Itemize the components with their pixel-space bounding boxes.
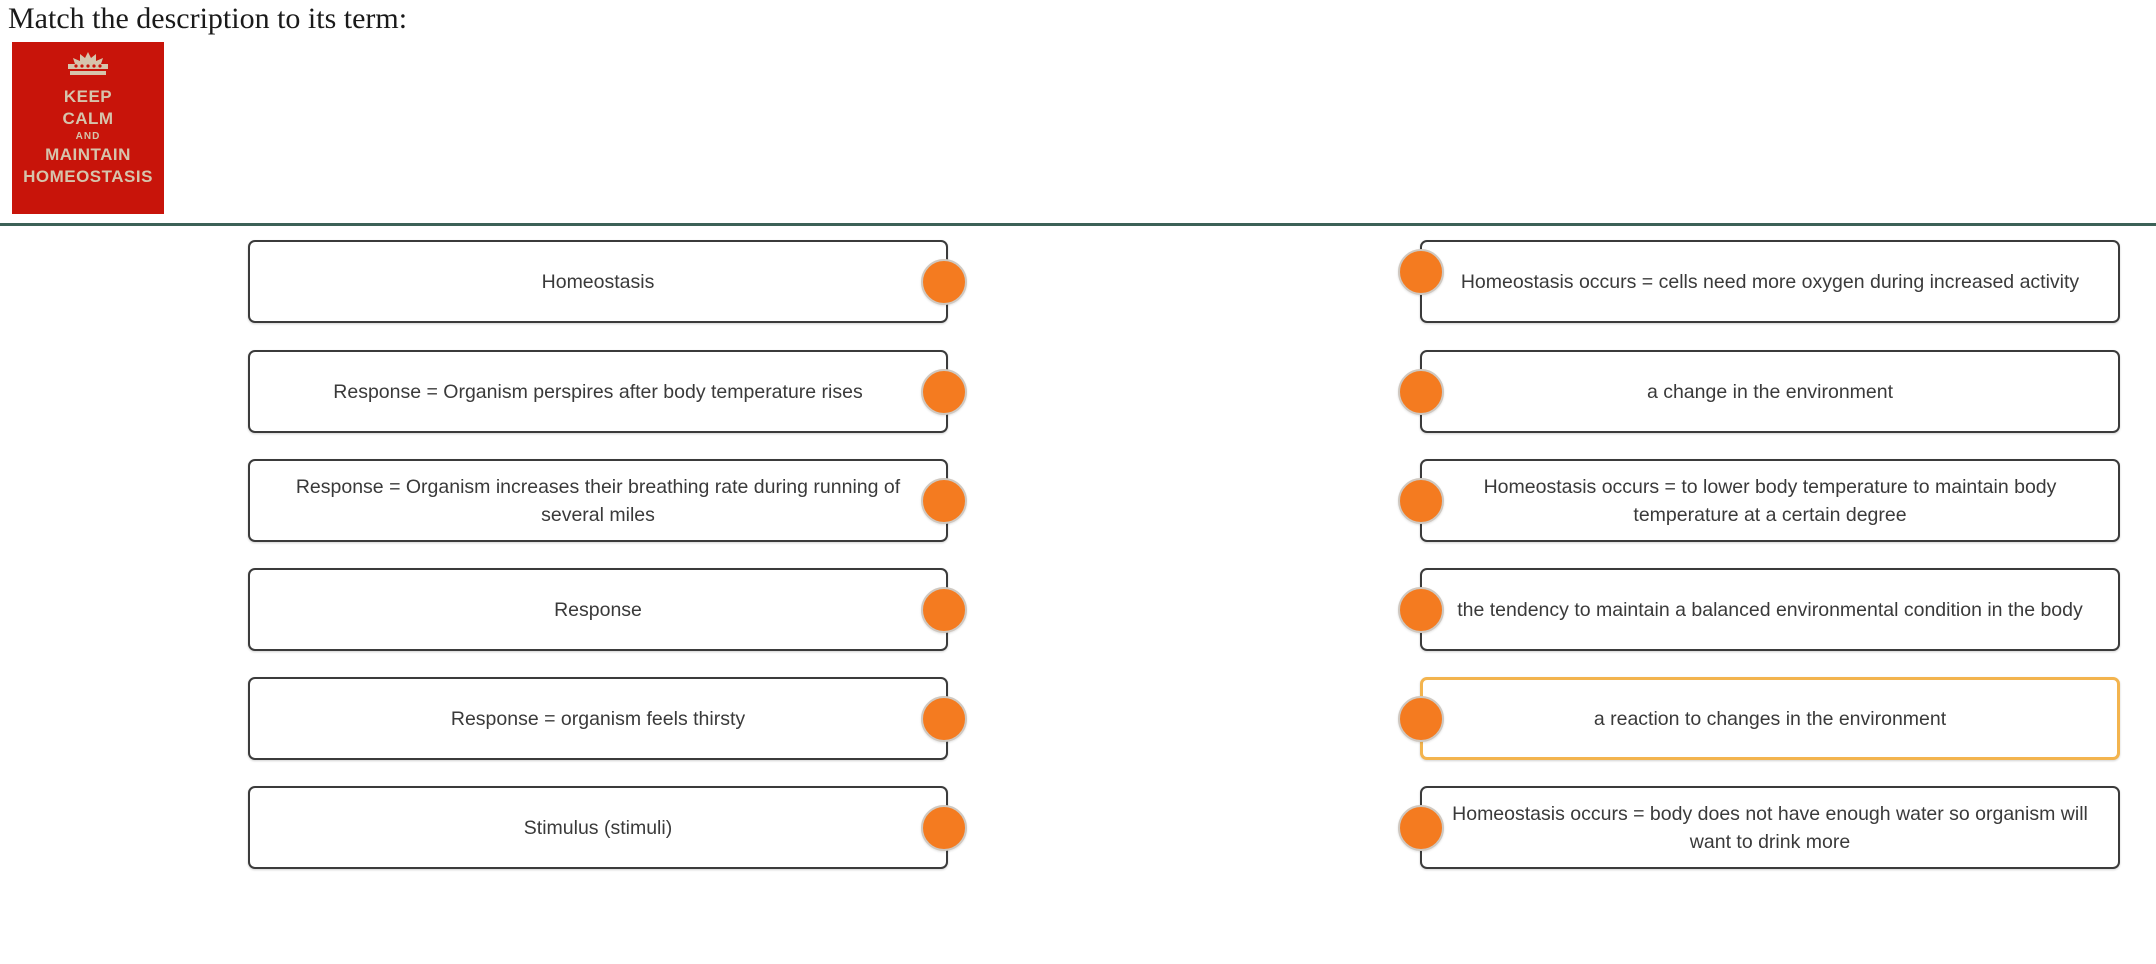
match-row: Response = Organism perspires after body… [0,342,2156,433]
term-card-2-label: Response = Organism perspires after body… [333,380,863,403]
description-card-5[interactable]: a reaction to changes in the environment [1420,677,2120,760]
match-board: Homeostasis Homeostasis occurs = cells n… [0,232,2156,892]
description-card-3[interactable]: Homeostasis occurs = to lower body tempe… [1420,459,2120,542]
poster-line-homeostasis: HOMEOSTASIS [23,167,153,186]
description-card-1[interactable]: Homeostasis occurs = cells need more oxy… [1420,240,2120,323]
term-card-5[interactable]: Response = organism feels thirsty [248,677,948,760]
term-card-2[interactable]: Response = Organism perspires after body… [248,350,948,433]
description-card-6[interactable]: Homeostasis occurs = body does not have … [1420,786,2120,869]
description-card-2[interactable]: a change in the environment [1420,350,2120,433]
description-card-5-label: a reaction to changes in the environment [1593,707,1947,730]
description-connector-dot-2[interactable] [1398,369,1444,415]
match-row: Response = Organism increases their brea… [0,451,2156,542]
term-connector-dot-4[interactable] [921,587,967,633]
term-connector-dot-5[interactable] [921,696,967,742]
poster-line-maintain: MAINTAIN [45,145,131,164]
term-card-1-label: Homeostasis [541,270,655,293]
description-connector-dot-4[interactable] [1398,587,1444,633]
description-card-4-label: the tendency to maintain a balanced envi… [1457,598,2083,621]
term-card-5-label: Response = organism feels thirsty [450,707,746,730]
match-row: Response = organism feels thirsty a reac… [0,669,2156,760]
poster-line-keep: KEEP [63,87,113,106]
match-row: Stimulus (stimuli) Homeostasis occurs = … [0,778,2156,869]
poster-line-and: AND [75,131,101,142]
description-card-3-label: Homeostasis occurs = to lower body tempe… [1483,475,2057,526]
term-card-4-label: Response [554,598,642,621]
description-card-1-label: Homeostasis occurs = cells need more oxy… [1460,270,2080,293]
term-card-3-label: Response = Organism increases their brea… [295,475,901,526]
crown-icon [68,52,108,75]
poster-line-calm: CALM [62,109,114,128]
term-connector-dot-2[interactable] [921,369,967,415]
description-card-6-label: Homeostasis occurs = body does not have … [1452,802,2088,853]
description-connector-dot-1[interactable] [1398,249,1444,295]
page-title: Match the description to its term: [8,2,408,35]
term-card-4[interactable]: Response [248,568,948,651]
term-connector-dot-6[interactable] [921,805,967,851]
description-card-2-label: a change in the environment [1646,380,1894,403]
header-divider [0,223,2156,226]
description-connector-dot-3[interactable] [1398,478,1444,524]
term-card-6-label: Stimulus (stimuli) [523,816,673,839]
term-card-3[interactable]: Response = Organism increases their brea… [248,459,948,542]
match-row: Response the tendency to maintain a bala… [0,560,2156,651]
description-connector-dot-5[interactable] [1398,696,1444,742]
term-connector-dot-1[interactable] [921,259,967,305]
keep-calm-poster-image: KEEP CALM AND MAINTAIN HOMEOSTASIS [12,42,164,214]
description-connector-dot-6[interactable] [1398,805,1444,851]
description-card-4[interactable]: the tendency to maintain a balanced envi… [1420,568,2120,651]
term-card-6[interactable]: Stimulus (stimuli) [248,786,948,869]
term-card-1[interactable]: Homeostasis [248,240,948,323]
term-connector-dot-3[interactable] [921,478,967,524]
match-row: Homeostasis Homeostasis occurs = cells n… [0,232,2156,323]
